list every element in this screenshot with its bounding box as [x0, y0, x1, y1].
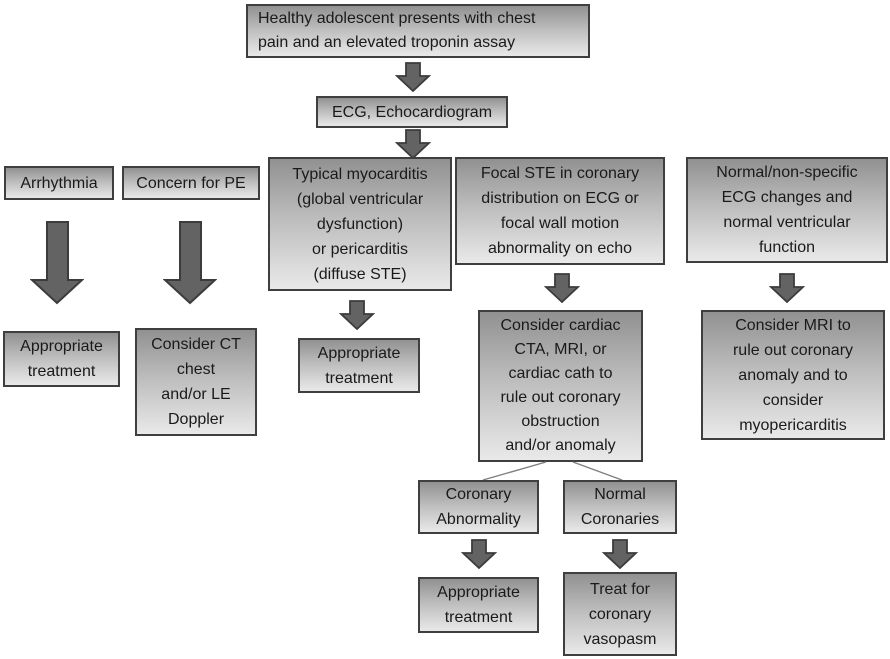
down-arrow-icon: [602, 539, 638, 569]
down-arrow-icon: [461, 539, 497, 569]
down-arrow-icon: [395, 62, 431, 92]
node-consider-ct-chest: Consider CT chest and/or LE Doppler: [135, 328, 257, 436]
branch-connector-lines: [482, 461, 623, 481]
down-arrow-icon: [544, 273, 580, 303]
node-appropriate-treatment-myocarditis: Appropriate treatment: [298, 338, 420, 393]
node-focal-ste: Focal STE in coronary distribution on EC…: [455, 157, 665, 265]
node-typical-myocarditis: Typical myocarditis (global ventricular …: [268, 157, 452, 291]
node-start: Healthy adolescent presents with chest p…: [246, 4, 590, 58]
node-normal-coronaries: Normal Coronaries: [563, 480, 677, 534]
node-appropriate-treatment-coronary: Appropriate treatment: [418, 577, 539, 633]
down-arrow-icon: [30, 221, 84, 305]
node-concern-for-pe: Concern for PE: [122, 166, 260, 200]
node-ecg-echocardiogram: ECG, Echocardiogram: [316, 96, 508, 128]
node-consider-mri: Consider MRI to rule out coronary anomal…: [701, 310, 885, 440]
node-arrhythmia: Arrhythmia: [4, 166, 114, 200]
down-arrow-icon: [339, 300, 375, 330]
node-consider-cardiac-cta: Consider cardiac CTA, MRI, or cardiac ca…: [478, 310, 643, 462]
node-coronary-abnormality: Coronary Abnormality: [418, 480, 539, 534]
down-arrow-icon: [163, 221, 217, 305]
node-appropriate-treatment-arrhythmia: Appropriate treatment: [3, 331, 120, 387]
down-arrow-icon: [769, 273, 805, 303]
node-treat-coronary-vasopasm: Treat for coronary vasopasm: [563, 572, 677, 656]
down-arrow-icon: [395, 129, 431, 159]
node-normal-nonspecific-ecg: Normal/non-specific ECG changes and norm…: [686, 157, 888, 263]
